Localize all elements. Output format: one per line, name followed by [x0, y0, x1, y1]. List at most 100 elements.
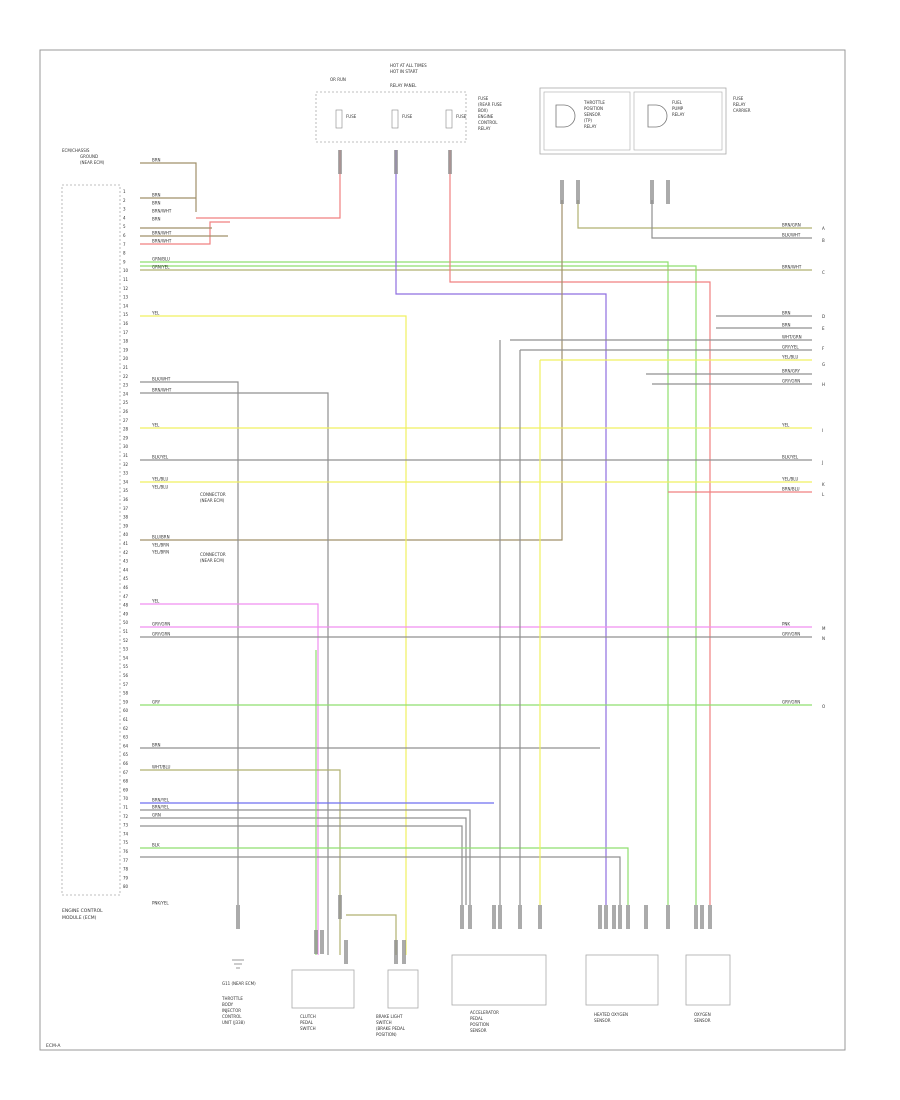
ecm-pin-number: 7 — [123, 242, 126, 247]
svg-text:HEATED OXYGEN: HEATED OXYGEN — [594, 1012, 628, 1017]
svg-text:FUSE: FUSE — [346, 114, 357, 119]
wire-label-left: BRN — [152, 193, 161, 198]
wire-label-left: YEL/BLU — [151, 485, 168, 490]
right-letter: K — [822, 482, 825, 487]
splice-label-1: CONNECTOR — [200, 492, 226, 497]
ecm-pin-number: 2 — [123, 198, 126, 203]
wire-27 — [140, 769, 341, 955]
ecm-pin-number: 47 — [123, 594, 129, 599]
ecm-pin-number: 9 — [123, 259, 126, 264]
ecm-pin-number: 24 — [123, 391, 129, 396]
fuse-2: FUSE — [391, 109, 413, 129]
wire-label-left: BRN/YEL — [152, 798, 170, 803]
wire-labels-layer: BRNBRNBRNBRN/WHTBRNBRN/WHTBRN/WHTGRN/BLU… — [151, 158, 802, 906]
ecm-pin-number: 4 — [123, 215, 126, 220]
svg-text:(BRAKE PEDAL: (BRAKE PEDAL — [376, 1026, 406, 1031]
wire-label-left: BRN — [152, 217, 161, 222]
ecm-pin-number: 71 — [123, 805, 129, 810]
ecm-pin-number: 51 — [123, 629, 129, 634]
wire-label-right: YEL — [781, 423, 790, 428]
fuse-side-label-1: FUSE — [478, 96, 489, 101]
wire-11 — [449, 150, 711, 905]
connectors-layer — [232, 150, 712, 969]
ecm-pin-number: 45 — [123, 576, 129, 581]
wire-label-right: GRY/GRN — [782, 700, 800, 705]
wire-10 — [395, 150, 607, 905]
ecm-pin-number: 28 — [123, 427, 129, 432]
wire-label-left: YEL/BRN — [151, 543, 169, 548]
connector-stub-17 — [492, 905, 496, 929]
wire-3 — [140, 162, 197, 212]
wire-label-right: BLK/WHT — [782, 233, 801, 238]
top-box-title-4: RELAY PANEL — [390, 83, 417, 88]
wire-2 — [140, 221, 230, 245]
ecm-pin-number: 8 — [123, 251, 126, 256]
ecm-pin-number: 27 — [123, 418, 129, 423]
ecm-pin-number: 17 — [123, 330, 129, 335]
wire-label-left: YEL — [151, 599, 160, 604]
ecm-pin-number: 12 — [123, 286, 129, 291]
wire-label-right: GRY/GRN — [782, 632, 800, 637]
right-box-label-1: FUSE — [733, 96, 744, 101]
fuse-side-label-4: ENGINE — [478, 114, 494, 119]
svg-text:CONTROL: CONTROL — [222, 1014, 242, 1019]
svg-text:FUSE: FUSE — [456, 114, 467, 119]
connector-stub-14 — [402, 940, 406, 964]
connector-stub-30 — [708, 905, 712, 929]
wire-16 — [140, 381, 239, 905]
svg-text:SENSOR: SENSOR — [594, 1018, 611, 1023]
connector-stub-28 — [694, 905, 698, 929]
fuse-side-label-6: RELAY — [478, 126, 491, 131]
relay-1-box — [543, 91, 631, 151]
ecm-pin-number: 59 — [123, 699, 129, 704]
fuse-3: FUSE — [445, 109, 467, 129]
ecm-pin-number: 44 — [123, 567, 129, 572]
wire-label-left: GRY/GRN — [152, 622, 170, 627]
connector-stub-8 — [236, 905, 240, 929]
svg-text:PEDAL: PEDAL — [300, 1020, 314, 1025]
wire-label-right: YEL/BLU — [781, 355, 798, 360]
splice-label-2: (NEAR ECM) — [200, 498, 225, 503]
ecm-pin-number: 40 — [123, 532, 129, 537]
fuse-1: FUSE — [335, 109, 357, 129]
ecm-pin-number: 36 — [123, 497, 129, 502]
right-letter: M — [822, 626, 826, 631]
connector-stub-13 — [394, 940, 398, 964]
wire-31 — [140, 825, 463, 905]
fuse-side-label-5: CONTROL — [478, 120, 498, 125]
ecm-pin-number: 37 — [123, 506, 129, 511]
wire-7 — [140, 261, 669, 905]
wire-label-left: PNK/YEL — [152, 901, 169, 906]
wire-label-right: PNK — [782, 622, 790, 627]
wire-label-left: BRN — [152, 158, 161, 163]
bottom-label-throttle: THROTTLE BODY INJECTOR CONTROL UNIT (J33… — [221, 996, 245, 1025]
wire-label-left: BRN — [152, 743, 161, 748]
right-letter: L — [822, 492, 825, 497]
svg-text:POSITION): POSITION) — [376, 1032, 397, 1037]
splice-label-3: CONNECTOR — [200, 552, 226, 557]
diagram-frame — [39, 49, 846, 1051]
ecm-pin-number: 23 — [123, 383, 129, 388]
ecm-pin-number: 30 — [123, 444, 129, 449]
right-letter: E — [822, 326, 825, 331]
connector-stub-3 — [448, 150, 452, 174]
connector-stub-19 — [518, 905, 522, 929]
right-box-label-3: CARRIER — [733, 108, 751, 113]
ecm-pin-number: 34 — [123, 479, 129, 484]
connector-stub-16 — [468, 905, 472, 929]
ecm-pin-number: 13 — [123, 295, 129, 300]
wire-1 — [196, 150, 341, 219]
ecm-pin-number: 19 — [123, 347, 129, 352]
relay-2-label-1: FUEL — [672, 100, 683, 105]
ecm-pin-number: 48 — [123, 603, 129, 608]
wire-38 — [519, 349, 812, 905]
wire-15 — [140, 315, 407, 955]
connector-stub-25 — [626, 905, 630, 929]
ecm-pin-number: 49 — [123, 611, 129, 616]
svg-text:OXYGEN: OXYGEN — [694, 1012, 711, 1017]
ecm-pin-number: 79 — [123, 875, 129, 880]
wire-label-left: BRN/WHT — [152, 239, 172, 244]
wire-29 — [140, 809, 471, 905]
wire-label-left: BRN/YEL — [152, 805, 170, 810]
ecm-pin-number: 72 — [123, 814, 129, 819]
